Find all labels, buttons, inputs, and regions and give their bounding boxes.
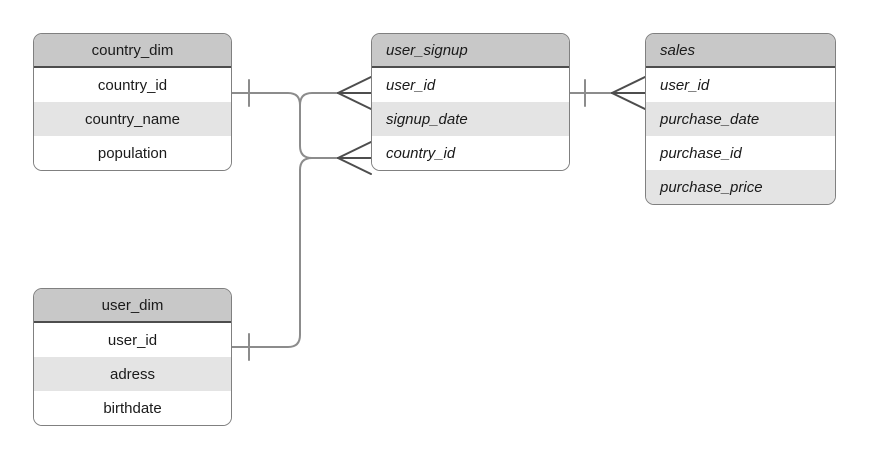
entity-user-dim-title: user_dim xyxy=(34,289,231,323)
field-sales-purchase-id[interactable]: purchase_id xyxy=(646,136,835,170)
entity-sales[interactable]: sales user_id purchase_date purchase_id … xyxy=(645,33,836,205)
field-sales-purchase-price[interactable]: purchase_price xyxy=(646,170,835,204)
connector-country-dim-trunk xyxy=(231,92,339,159)
cardinality-many-sales-user-id xyxy=(611,76,646,110)
entity-user-signup[interactable]: user_signup user_id signup_date country_… xyxy=(371,33,570,171)
entity-sales-title: sales xyxy=(646,34,835,68)
field-country-dim-country-name[interactable]: country_name xyxy=(34,102,231,136)
connector-country-dim-to-user-id xyxy=(299,92,339,106)
cardinality-many-user-signup-country-id xyxy=(337,141,372,175)
field-user-signup-user-id[interactable]: user_id xyxy=(372,68,569,102)
field-user-signup-country-id[interactable]: country_id xyxy=(372,136,569,170)
field-user-dim-adress[interactable]: adress xyxy=(34,357,231,391)
field-sales-purchase-date[interactable]: purchase_date xyxy=(646,102,835,136)
field-country-dim-country-id[interactable]: country_id xyxy=(34,68,231,102)
entity-country-dim-title: country_dim xyxy=(34,34,231,68)
entity-user-signup-title: user_signup xyxy=(372,34,569,68)
field-user-dim-user-id[interactable]: user_id xyxy=(34,323,231,357)
entity-user-dim[interactable]: user_dim user_id adress birthdate xyxy=(33,288,232,426)
field-sales-user-id[interactable]: user_id xyxy=(646,68,835,102)
cardinality-many-user-signup-user-id xyxy=(337,76,372,110)
field-country-dim-population[interactable]: population xyxy=(34,136,231,170)
connector-user-dim-to-user-signup xyxy=(231,157,339,348)
field-user-signup-signup-date[interactable]: signup_date xyxy=(372,102,569,136)
entity-country-dim[interactable]: country_dim country_id country_name popu… xyxy=(33,33,232,171)
field-user-dim-birthdate[interactable]: birthdate xyxy=(34,391,231,425)
